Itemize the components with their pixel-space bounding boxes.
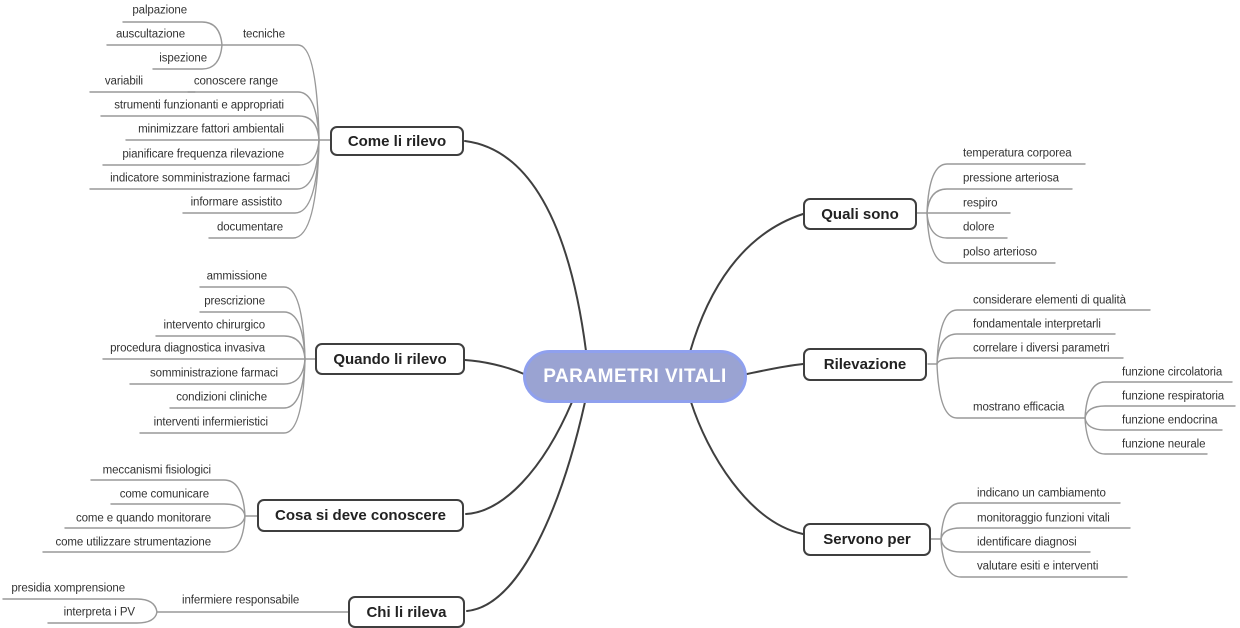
- node-prescrizione[interactable]: prescrizione: [204, 295, 265, 308]
- node-tecniche[interactable]: tecniche: [242, 28, 285, 41]
- connector-funzione-neurale: [1084, 417, 1208, 455]
- connector-prescrizione: [199, 311, 306, 360]
- connector-interventi-infermieristici: [139, 358, 306, 434]
- connector-funzione-circolatoria: [1084, 381, 1233, 419]
- branch-connector-come: [464, 140, 587, 352]
- node-palpazione[interactable]: palpazione: [132, 4, 187, 17]
- connector-polso: [926, 212, 1056, 264]
- node-quando-li-rilevo[interactable]: Quando li rilevo: [315, 343, 465, 375]
- node-valutare-esiti[interactable]: valutare esiti e interventi: [977, 560, 1099, 573]
- node-come-li-rilevo[interactable]: Come li rilevo: [330, 126, 464, 156]
- connector-funzione-respiratoria: [1084, 405, 1236, 419]
- branch-connector-quali: [689, 213, 804, 353]
- connector-come-utilizzare: [42, 515, 246, 553]
- node-meccanismi-fisiologici[interactable]: meccanismi fisiologici: [102, 464, 211, 477]
- node-mostrano-efficacia[interactable]: mostrano efficacia: [973, 401, 1065, 414]
- connector-ispezione: [152, 44, 223, 70]
- connector-considerare: [936, 309, 1151, 365]
- connector-fondamentale: [936, 333, 1116, 365]
- node-ammissione[interactable]: ammissione: [206, 270, 267, 283]
- node-chi-li-rileva[interactable]: Chi li rileva: [348, 596, 465, 628]
- node-polso-arterioso[interactable]: polso arterioso: [963, 246, 1037, 259]
- branch-connector-cosa: [465, 401, 573, 515]
- connector-documentare: [208, 139, 320, 239]
- node-conoscere-range[interactable]: conoscere range: [193, 75, 278, 88]
- node-infermiere-responsabile[interactable]: infermiere responsabile: [182, 594, 300, 607]
- connector-monitoraggio: [940, 527, 1131, 540]
- node-rilevazione[interactable]: Rilevazione: [803, 348, 927, 381]
- node-documentare[interactable]: documentare: [216, 221, 283, 234]
- node-monitoraggio-funzioni[interactable]: monitoraggio funzioni vitali: [977, 512, 1110, 525]
- node-condizioni-cliniche[interactable]: condizioni cliniche: [176, 391, 267, 404]
- node-considerare-elementi[interactable]: considerare elementi di qualità: [973, 294, 1126, 307]
- connector-strumenti: [100, 115, 320, 141]
- node-strumenti-funzionanti[interactable]: strumenti funzionanti e appropriati: [114, 99, 284, 112]
- connector-conoscere-range: [187, 91, 320, 141]
- node-come-e-quando-monitorare[interactable]: come e quando monitorare: [75, 512, 211, 525]
- node-informare-assistito[interactable]: informare assistito: [190, 196, 283, 209]
- node-somministrazione-farmaci[interactable]: somministrazione farmaci: [150, 367, 278, 380]
- connector-valutare: [940, 538, 1128, 578]
- node-interpreta-i-pv[interactable]: interpreta i PV: [63, 606, 135, 619]
- node-funzione-neurale[interactable]: funzione neurale: [1122, 438, 1206, 451]
- connector-meccanismi: [90, 479, 246, 517]
- node-ispezione[interactable]: ispezione: [159, 52, 207, 65]
- connector-correlare: [936, 357, 1124, 365]
- connector-interpreta: [47, 611, 158, 624]
- node-come-comunicare[interactable]: come comunicare: [119, 488, 209, 501]
- node-funzione-endocrina[interactable]: funzione endocrina: [1122, 414, 1218, 427]
- node-dolore[interactable]: dolore: [963, 221, 995, 234]
- node-servono-per[interactable]: Servono per: [803, 523, 931, 556]
- node-procedura-diagnostica[interactable]: procedura diagnostica invasiva: [110, 342, 265, 355]
- branch-connector-quando: [464, 359, 525, 375]
- connector-palpazione: [122, 21, 223, 46]
- node-funzione-respiratoria[interactable]: funzione respiratoria: [1122, 390, 1225, 403]
- node-indicano-cambiamento[interactable]: indicano un cambiamento: [977, 487, 1106, 500]
- node-come-utilizzare-strumentazione[interactable]: come utilizzare strumentazione: [55, 536, 211, 549]
- branch-connector-rilevazione: [746, 363, 804, 375]
- connector-pressione: [926, 188, 1073, 214]
- node-cosa-si-deve-conoscere[interactable]: Cosa si deve conoscere: [257, 499, 464, 532]
- node-pressione-arteriosa[interactable]: pressione arteriosa: [963, 172, 1059, 185]
- connector-mostrano: [936, 363, 1086, 419]
- node-interventi-infermieristici[interactable]: interventi infermieristici: [153, 416, 268, 429]
- connector-indicano: [940, 502, 1121, 540]
- node-minimizzare-fattori[interactable]: minimizzare fattori ambientali: [138, 123, 284, 136]
- connector-temperatura: [926, 163, 1086, 214]
- node-funzione-circolatoria[interactable]: funzione circolatoria: [1122, 366, 1223, 379]
- node-auscultazione[interactable]: auscultazione: [115, 28, 185, 41]
- connector-come-comunicare: [110, 503, 246, 517]
- node-fondamentale-interpretarli[interactable]: fondamentale interpretarli: [973, 318, 1101, 331]
- node-presidia-xomprensione[interactable]: presidia xomprensione: [11, 582, 125, 595]
- node-identificare-diagnosi[interactable]: identificare diagnosi: [977, 536, 1077, 549]
- central-topic[interactable]: PARAMETRI VITALI: [523, 350, 747, 403]
- branch-connector-servono: [690, 401, 804, 535]
- node-variabili[interactable]: variabili: [104, 75, 143, 88]
- node-quali-sono[interactable]: Quali sono: [803, 198, 917, 230]
- node-indicatore-somministrazione[interactable]: indicatore somministrazione farmaci: [110, 172, 290, 185]
- node-pianificare-frequenza[interactable]: pianificare frequenza rilevazione: [122, 148, 284, 161]
- connector-intervento-chirurgico: [155, 335, 306, 360]
- connector-presidia: [2, 598, 158, 613]
- node-correlare-parametri[interactable]: correlare i diversi parametri: [973, 342, 1110, 355]
- node-respiro[interactable]: respiro: [963, 197, 998, 210]
- connector-tecniche: [221, 44, 320, 141]
- branch-connector-chi: [466, 401, 586, 612]
- node-temperatura-corporea[interactable]: temperatura corporea: [963, 147, 1072, 160]
- node-intervento-chirurgico[interactable]: intervento chirurgico: [163, 319, 266, 332]
